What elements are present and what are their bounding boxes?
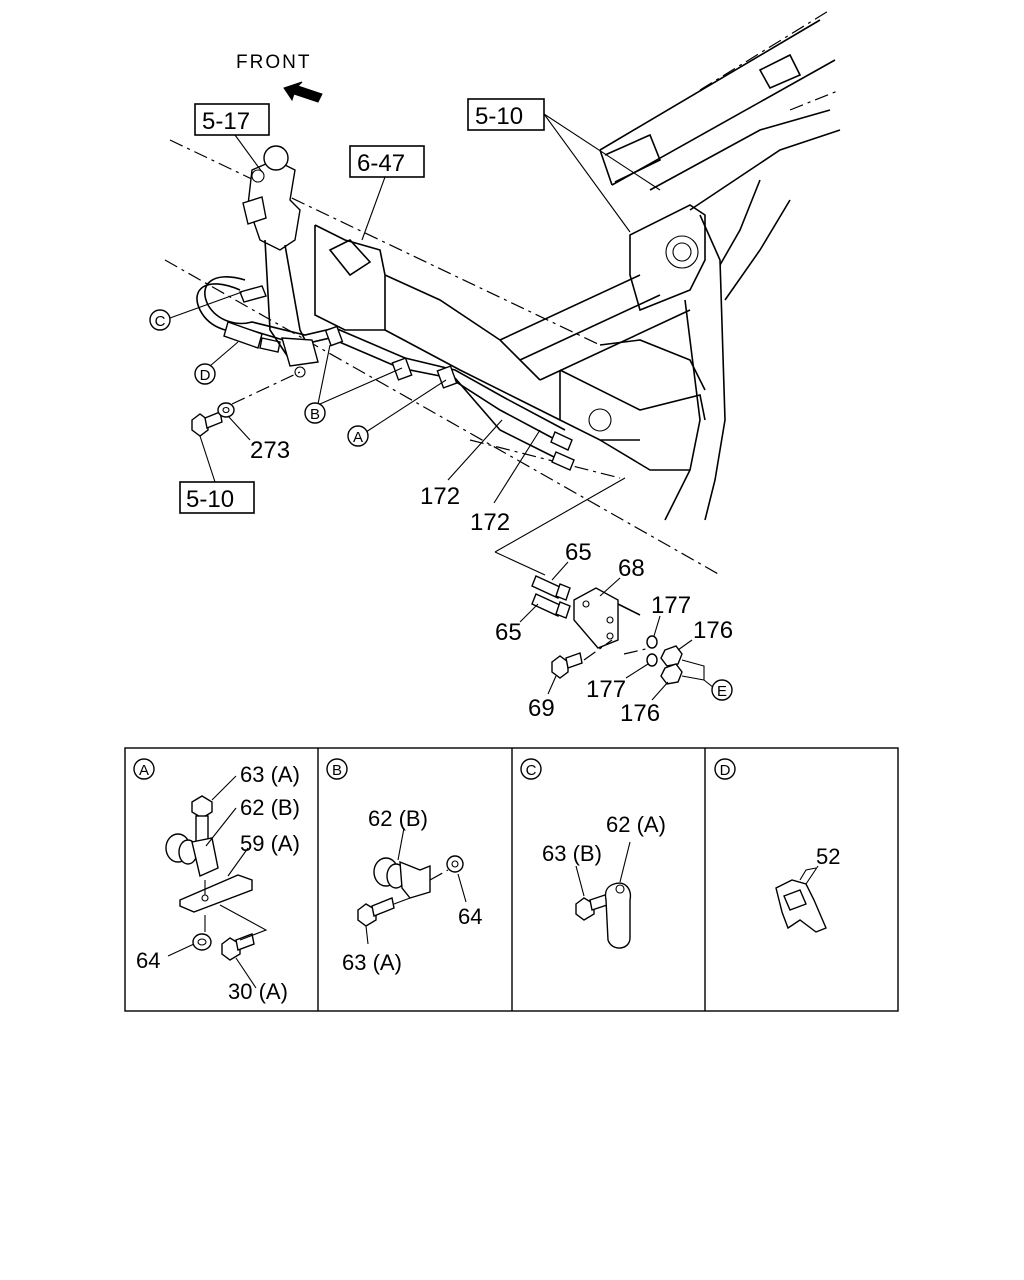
svg-text:64: 64 [458,904,482,929]
detail-panel-d[interactable]: D 52 [714,758,840,933]
label-177-a: 177 [651,592,691,619]
callout-b: B [304,344,403,424]
label-273: 273 [250,437,290,464]
svg-text:5-17: 5-17 [202,108,250,135]
svg-text:C: C [155,313,166,330]
detail-panel-b[interactable]: B 62 (B) 64 63 (A) [326,758,482,975]
svg-text:63 (B): 63 (B) [542,841,602,866]
svg-text:30 (A): 30 (A) [228,979,288,1004]
svg-text:62 (A): 62 (A) [606,812,666,837]
svg-text:5-10: 5-10 [475,103,523,130]
brake-pipes [196,276,575,471]
label-177-b: 177 [586,676,626,703]
svg-text:D: D [720,762,731,779]
svg-text:63 (A): 63 (A) [240,762,300,787]
callout-e: E [703,679,733,701]
svg-text:A: A [353,429,363,446]
label-69: 69 [528,695,555,722]
detail-panel-c[interactable]: C 62 (A) 63 (B) [520,758,666,949]
ref-box-5-10-top[interactable]: 5-10 [467,98,545,131]
label-68: 68 [618,555,645,582]
svg-text:6-47: 6-47 [357,150,405,177]
label-176-a: 176 [693,617,733,644]
label-172-b: 172 [470,509,510,536]
bolt-273 [191,371,301,437]
svg-text:64: 64 [136,948,160,973]
ref-box-5-17[interactable]: 5-17 [194,103,270,136]
callout-c: C [149,291,243,331]
detail-panels [124,747,899,1012]
label-172-a: 172 [420,483,460,510]
lower-exploded-parts [494,477,705,685]
ref-box-6-47[interactable]: 6-47 [349,145,425,178]
svg-text:63 (A): 63 (A) [342,950,402,975]
ref-leaders [199,113,661,483]
svg-text:B: B [310,406,320,423]
svg-text:62 (B): 62 (B) [368,806,428,831]
front-arrow-icon [283,81,323,103]
ref-box-5-10-bottom[interactable]: 5-10 [179,481,255,514]
front-label: FRONT [236,52,311,73]
svg-text:52: 52 [816,844,840,869]
part-labels: 273 172 172 65 65 68 177 176 177 176 69 [227,415,733,727]
callout-a: A [347,379,447,447]
label-65-a: 65 [565,539,592,566]
chassis-frame [164,9,841,576]
svg-text:D: D [200,367,211,384]
detail-panel-a[interactable]: A 63 (A) 62 (B) 59 (A) 64 30 (A) [133,758,300,1004]
svg-text:59 (A): 59 (A) [240,831,300,856]
svg-text:C: C [526,762,537,779]
callout-d: D [194,341,239,385]
label-65-b: 65 [495,619,522,646]
valve-assembly [242,145,319,378]
svg-text:E: E [717,683,727,700]
label-176-b: 176 [620,700,660,727]
svg-text:B: B [332,762,342,779]
svg-text:62 (B): 62 (B) [240,795,300,820]
svg-text:A: A [139,762,149,779]
svg-text:5-10: 5-10 [186,486,234,513]
